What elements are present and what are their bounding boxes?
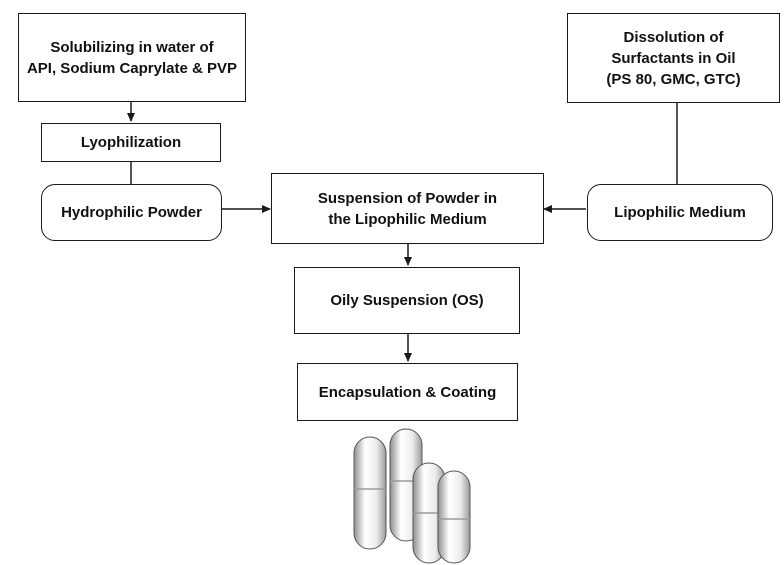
capsule-4 [437,470,471,564]
solubilizing-box: Solubilizing in water of API, Sodium Cap… [18,13,246,102]
lipophilic-medium-box: Lipophilic Medium [587,184,773,241]
lipophilic-medium-label: Lipophilic Medium [614,204,746,221]
capsules-icon [353,428,471,564]
encapsulation-label: Encapsulation & Coating [318,383,497,401]
suspension-label: Suspension of Powder in the Lipophilic M… [317,189,498,228]
oily-suspension-box: Oily Suspension (OS) [294,267,520,334]
lyophilization-box: Lyophilization [41,123,221,162]
capsule-3 [412,462,446,564]
hydrophilic-powder-box: Hydrophilic Powder [41,184,222,241]
capsule-1 [353,436,387,550]
suspension-box: Suspension of Powder in the Lipophilic M… [271,173,544,244]
oily-suspension-label: Oily Suspension (OS) [330,292,484,309]
dissolution-box: Dissolution of Surfactants in Oil (PS 80… [567,13,780,103]
solubilizing-label: Solubilizing in water of API, Sodium Cap… [26,38,238,77]
lyophilization-label: Lyophilization [80,134,182,151]
encapsulation-box: Encapsulation & Coating [297,363,518,421]
dissolution-label: Dissolution of Surfactants in Oil (PS 80… [606,28,741,88]
hydrophilic-powder-label: Hydrophilic Powder [61,204,202,221]
